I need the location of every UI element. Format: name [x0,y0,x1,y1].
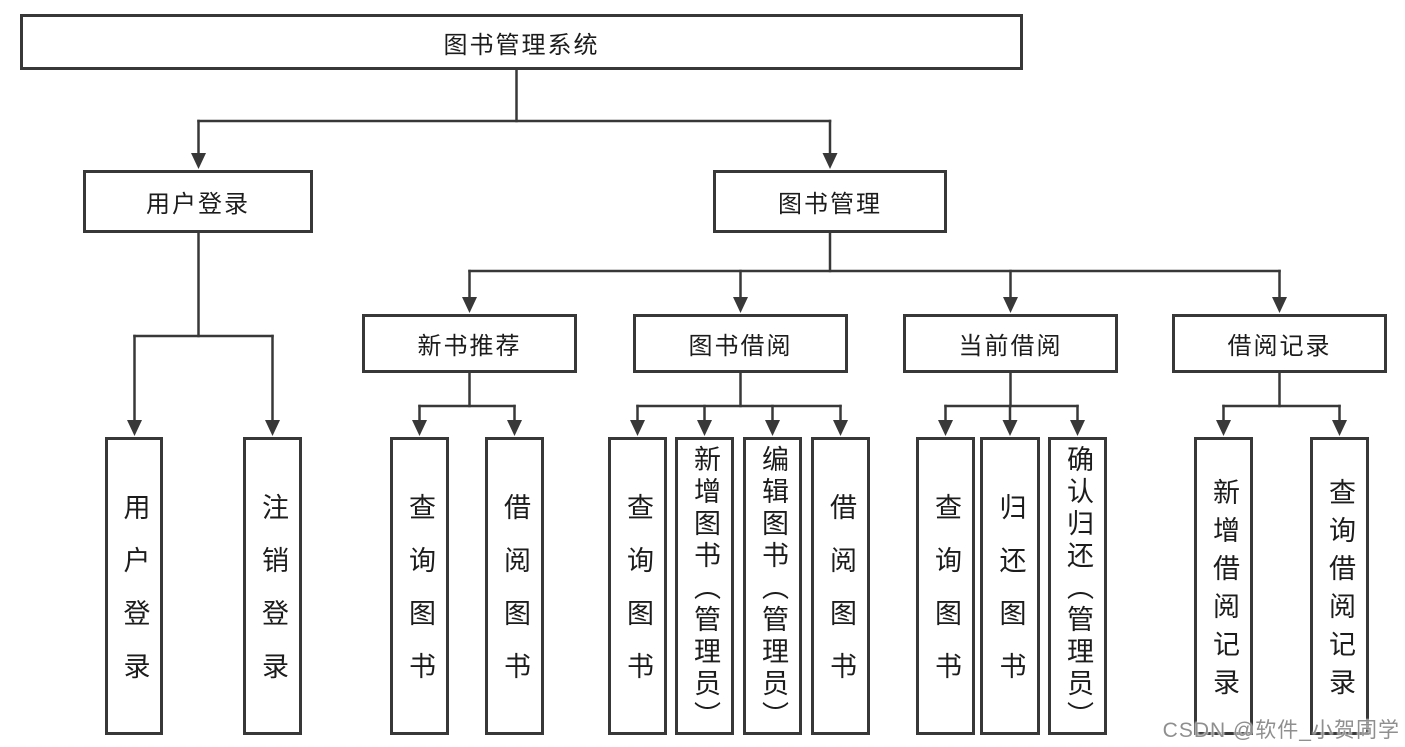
node-label: 图书管理 [778,191,882,218]
node-label: 查询图书 [623,493,653,705]
node-label: 注销登录 [258,493,288,705]
node-label: 用户登录 [119,493,150,705]
node-label: 新增图书（管理员） [690,444,720,733]
node-label: 用户登录 [146,191,250,218]
leaf-edit-book-admin: 编辑图书（管理员） [743,437,802,735]
node-user-login: 用户登录 [83,170,313,233]
leaf-query-books-current: 查询图书 [916,437,975,735]
node-label: 查询图书 [405,493,435,705]
node-label: 编辑图书（管理员） [758,444,788,733]
node-label: 图书管理系统 [443,31,600,59]
node-label: 借阅图书 [826,493,856,705]
node-library-system: 图书管理系统 [20,14,1023,70]
node-borrowing-records: 借阅记录 [1172,314,1387,373]
csdn-watermark: CSDN @软件_小贺同学 [1162,719,1400,742]
leaf-add-borrow-record: 新增借阅记录 [1194,437,1253,735]
node-label: 确认归还（管理员） [1063,444,1093,733]
leaf-query-borrow-record: 查询借阅记录 [1310,437,1369,735]
leaf-user-login: 用户登录 [105,437,163,735]
node-label: 借阅图书 [500,493,530,705]
node-book-borrowing: 图书借阅 [633,314,848,373]
leaf-return-books: 归还图书 [980,437,1040,735]
leaf-borrow-books: 借阅图书 [811,437,870,735]
leaf-query-books-recommend: 查询图书 [390,437,449,735]
node-book-management: 图书管理 [713,170,947,233]
node-label: 新书推荐 [417,333,522,360]
leaf-query-books-borrow: 查询图书 [608,437,667,735]
node-label: 当前借阅 [958,333,1063,360]
node-label: 图书借阅 [688,333,793,360]
node-label: 查询借阅记录 [1325,477,1355,706]
node-label: 查询图书 [931,493,961,705]
leaf-confirm-return-admin: 确认归还（管理员） [1048,437,1107,735]
node-new-book-recommendation: 新书推荐 [362,314,577,373]
leaf-add-book-admin: 新增图书（管理员） [675,437,734,735]
node-current-borrowing: 当前借阅 [903,314,1118,373]
node-label: 新增借阅记录 [1209,477,1239,706]
leaf-borrow-books-recommend: 借阅图书 [485,437,544,735]
leaf-logout: 注销登录 [243,437,302,735]
node-label: 归还图书 [995,493,1026,705]
node-label: 借阅记录 [1227,333,1332,360]
